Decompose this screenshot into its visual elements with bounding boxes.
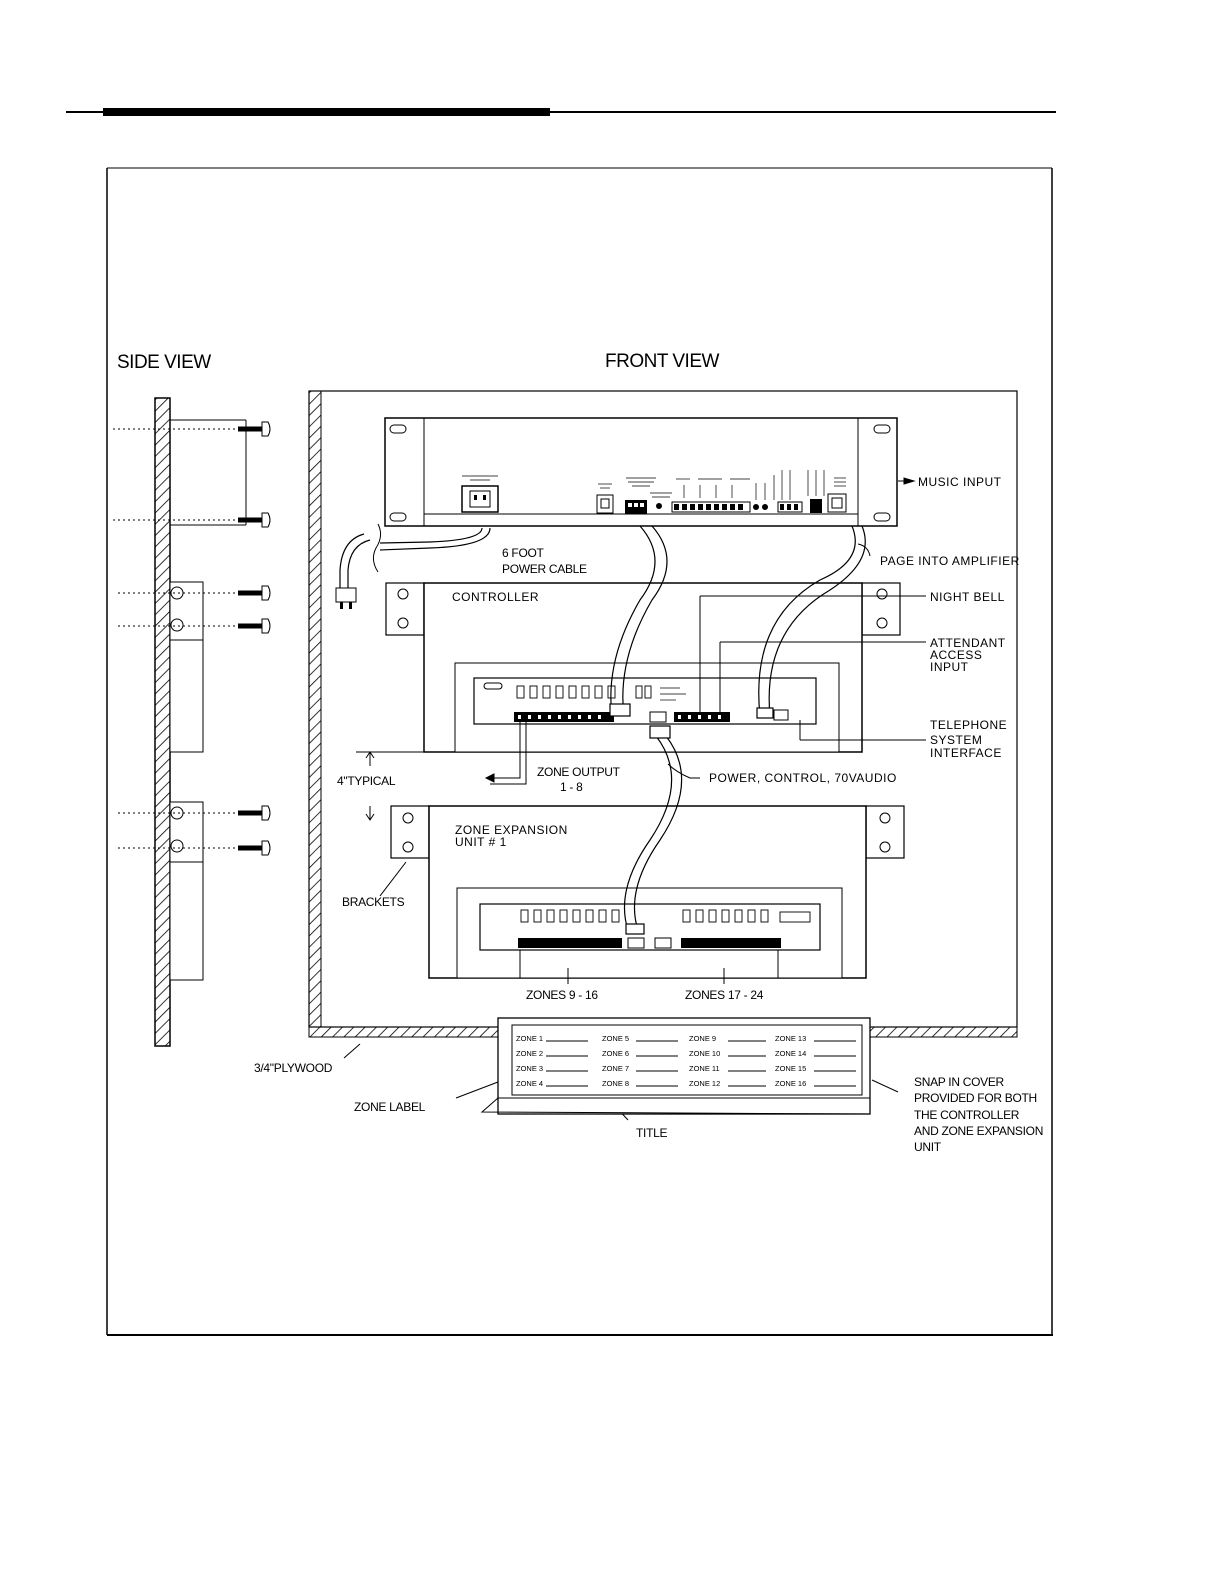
side-controller: [169, 581, 204, 753]
zone-6: ZONE 6: [602, 1049, 629, 1058]
side-screws: [238, 421, 271, 856]
music-input-label: MUSIC INPUT: [918, 475, 1002, 489]
zone-expansion-label-1: ZONE EXPANSION: [455, 823, 568, 837]
zone-12: ZONE 12: [689, 1079, 720, 1088]
snap-cover-label-1: SNAP IN COVER: [914, 1075, 1005, 1089]
snap-cover-label-2: PROVIDED FOR BOTH: [914, 1091, 1037, 1105]
zone-15: ZONE 15: [775, 1064, 806, 1073]
attendant-label-3: INPUT: [930, 660, 969, 674]
telephone-label-2: SYSTEM: [930, 733, 982, 747]
zone-4: ZONE 4: [516, 1079, 543, 1088]
attendant-label-1: ATTENDANT: [930, 636, 1006, 650]
zone-8: ZONE 8: [602, 1079, 629, 1088]
controller-unit: [385, 582, 901, 753]
power-cable: [335, 523, 491, 609]
zone-output-label-2: 1 - 8: [560, 780, 583, 794]
zone-13: ZONE 13: [775, 1034, 806, 1043]
plywood-label: 3/4"PLYWOOD: [254, 1061, 333, 1075]
page-into-amp-label: PAGE INTO AMPLIFIER: [880, 554, 1020, 568]
snap-cover-label-3: THE CONTROLLER: [914, 1108, 1020, 1122]
side-plywood: [154, 397, 171, 1047]
figure-frame: [106, 167, 1053, 1336]
zone-expansion-label-2: UNIT # 1: [455, 835, 507, 849]
zone-label-card: ZONE 1 ZONE 2 ZONE 3 ZONE 4 ZONE 5 ZONE …: [480, 1017, 871, 1115]
zone-expansion-unit: [390, 805, 905, 984]
power-cable-label-2: POWER CABLE: [502, 562, 587, 576]
telephone-label-1: TELEPHONE: [930, 718, 1007, 732]
zones-17-24-label: ZONES 17 - 24: [685, 988, 764, 1002]
zone-1: ZONE 1: [516, 1034, 543, 1043]
zone-7: ZONE 7: [602, 1064, 629, 1073]
side-view-title: SIDE VIEW: [117, 352, 211, 373]
zone-16: ZONE 16: [775, 1079, 806, 1088]
zone-10: ZONE 10: [689, 1049, 720, 1058]
zone-output-label-1: ZONE OUTPUT: [537, 765, 621, 779]
power-inlet: [461, 485, 499, 513]
side-view: [113, 397, 271, 1047]
zone-11: ZONE 11: [689, 1064, 720, 1073]
zone-3: ZONE 3: [516, 1064, 543, 1073]
telephone-label-3: INTERFACE: [930, 746, 1002, 760]
zones-9-16-label: ZONES 9 - 16: [526, 988, 598, 1002]
snap-cover-label-5: UNIT: [914, 1140, 942, 1154]
brackets-label: BRACKETS: [342, 895, 405, 909]
side-expansion: [169, 801, 204, 981]
cables: [609, 525, 866, 935]
zone-2: ZONE 2: [516, 1049, 543, 1058]
zone-14: ZONE 14: [775, 1049, 806, 1058]
zone-label-label: ZONE LABEL: [354, 1100, 426, 1114]
typical-spacing-label: 4"TYPICAL: [337, 774, 396, 788]
header-rule: [66, 108, 1056, 116]
power-control-label: POWER, CONTROL, 70VAUDIO: [709, 771, 897, 785]
front-view-title: FRONT VIEW: [605, 351, 719, 372]
zone-5: ZONE 5: [602, 1034, 629, 1043]
controller-label: CONTROLLER: [452, 590, 539, 604]
zone-9: ZONE 9: [689, 1034, 716, 1043]
attendant-label-2: ACCESS: [930, 648, 982, 662]
callouts: MUSIC INPUT 6 FOOT POWER CABLE PAGE INTO…: [254, 475, 1043, 1154]
title-label: TITLE: [636, 1126, 667, 1140]
night-bell-label: NIGHT BELL: [930, 590, 1005, 604]
amplifier-unit: [384, 417, 898, 527]
snap-cover-label-4: AND ZONE EXPANSION: [914, 1124, 1043, 1138]
power-cable-label-1: 6 FOOT: [502, 546, 545, 560]
